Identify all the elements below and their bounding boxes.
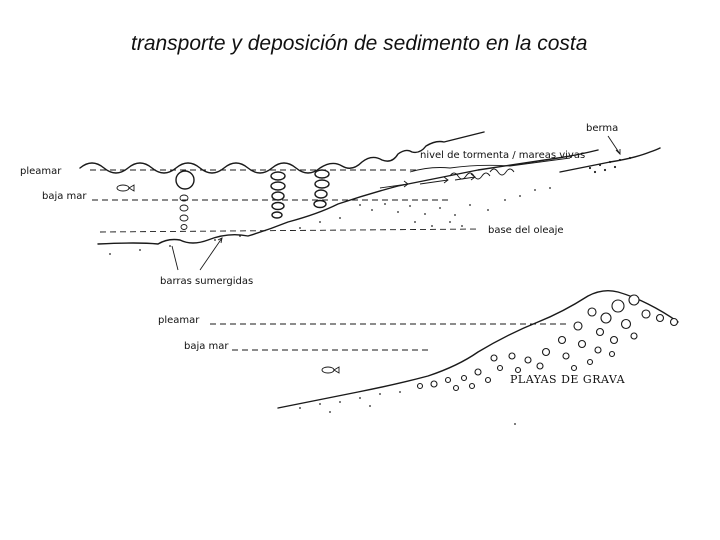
transport-arrows xyxy=(380,174,475,188)
particle-column-2 xyxy=(271,172,285,218)
wave-base-line xyxy=(100,229,480,232)
bottom-diagram: pleamar baja mar PLAYAS DE GRAVA xyxy=(158,291,678,425)
fish-icon xyxy=(117,185,134,191)
berm-arrow xyxy=(608,136,620,154)
bottom-fish-icon xyxy=(322,367,339,373)
particle-column-3 xyxy=(314,170,329,208)
barras-arrow-2 xyxy=(200,238,222,270)
bottom-sand-dots xyxy=(299,391,516,425)
label-pleamar: pleamar xyxy=(20,166,62,177)
berm-arrowhead xyxy=(616,149,620,154)
label-baja-mar: baja mar xyxy=(42,191,87,202)
label-base-oleaje: base del oleaje xyxy=(488,225,564,236)
label-berma: berma xyxy=(586,123,618,134)
bottom-label-pleamar: pleamar xyxy=(158,315,200,326)
label-barras-sumergidas: barras sumergidas xyxy=(160,276,253,287)
label-playas-grava: PLAYAS DE GRAVA xyxy=(510,373,626,386)
top-diagram: berma pleamar baja mar nivel de tormenta… xyxy=(20,123,660,287)
bottom-label-baja-mar: baja mar xyxy=(184,341,229,352)
barras-arrow-1 xyxy=(172,246,178,270)
label-nivel-tormenta: nivel de tormenta / mareas vivas xyxy=(420,150,585,161)
